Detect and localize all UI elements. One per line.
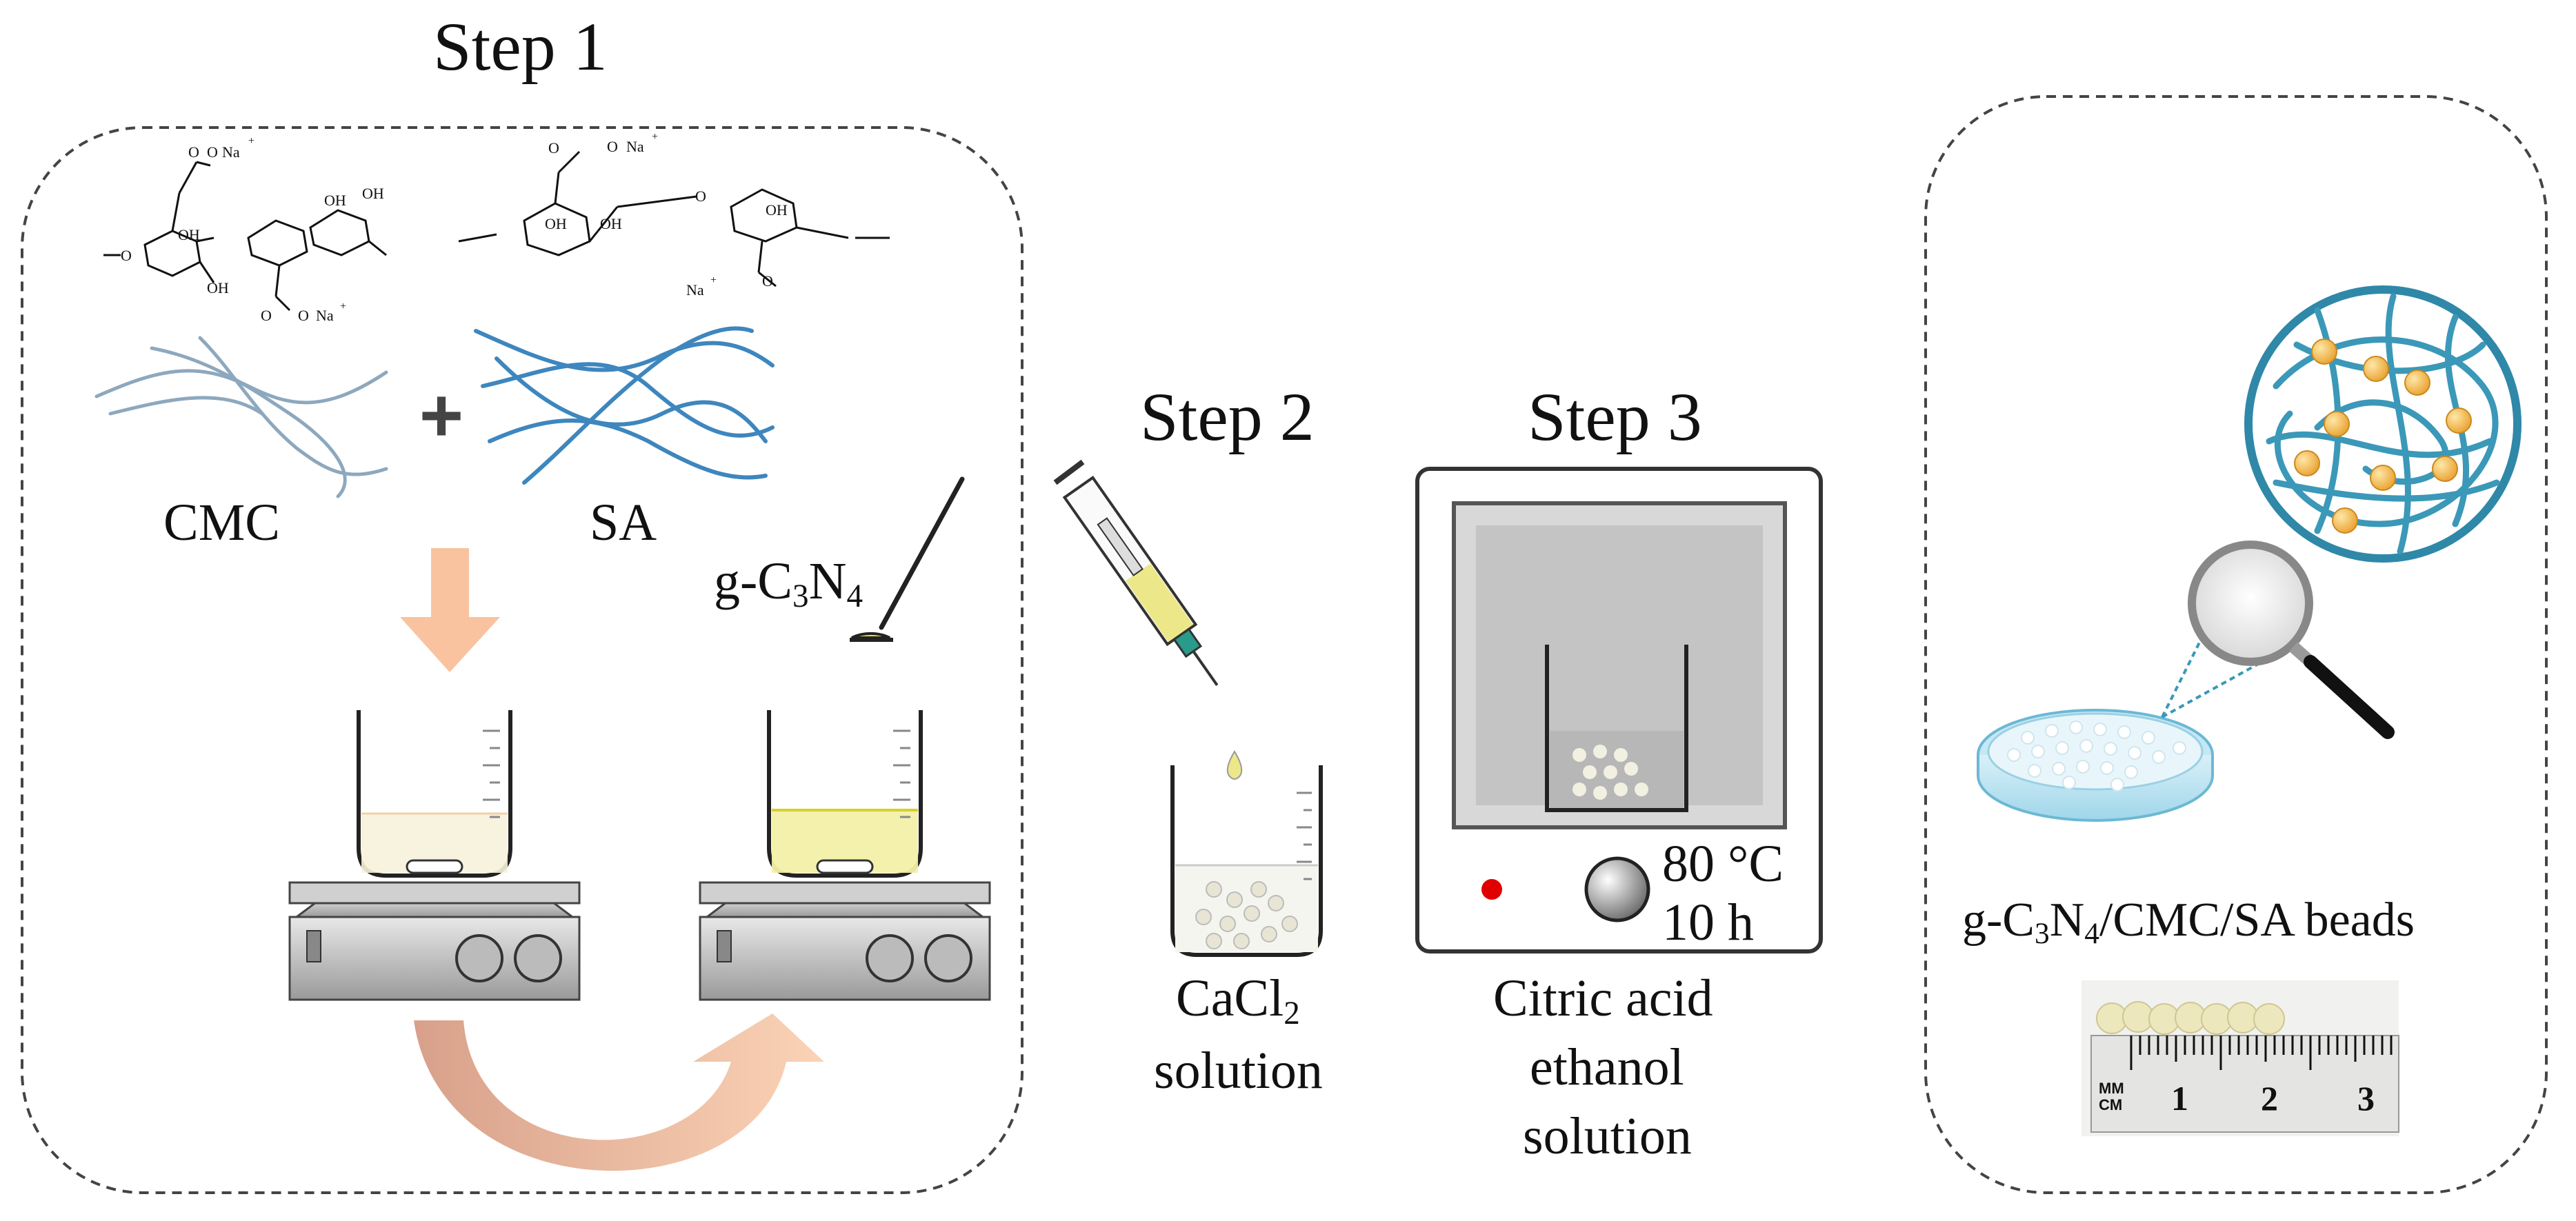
sa-atom-o1: O [548,139,559,157]
droplet-icon [1226,750,1243,780]
oven-temperature: 80 °C [1662,835,1784,893]
cmc-atom-o1: O [188,143,199,161]
step2-title: Step 2 [1140,379,1315,455]
cmc-atom-na2: Na [316,307,334,324]
ethanol-label: ethanol [1530,1038,1684,1096]
sa-atom-na: Na [626,138,644,155]
product-frame [1924,95,2548,1194]
cmc-atom-oh1: OH [178,226,200,243]
cmc-atom-plus2: + [340,301,347,312]
sa-fibers [474,326,775,485]
oven-icon [1415,467,1823,953]
ruler-mark-2: 2 [2261,1079,2278,1118]
cacl2-label: CaCl2 [1176,969,1300,1031]
cacl2-beaker [1170,765,1323,957]
cmc-atom-oh3: OH [324,192,346,209]
sa-atom-o4: O [762,272,773,290]
ruler-mark-3: 3 [2357,1079,2375,1118]
product-label: g-C3N4/CMC/SA beads [1962,894,2415,950]
sa-atom-na2: Na [686,281,704,299]
sa-label: SA [590,494,657,552]
polymer-network-icon [2244,285,2522,563]
cmc-structure [103,161,387,312]
magnifier-icon [2161,541,2395,739]
cacl2-solution-label: solution [1154,1042,1323,1100]
solution-label: solution [1523,1107,1692,1165]
cmc-atom-oh4: OH [362,185,384,202]
ruler-unit-mm: MM [2099,1080,2124,1097]
step1-frame [21,126,1024,1194]
cmc-label: CMC [163,494,280,552]
oven-time: 10 h [1662,894,1754,951]
ruler-mark-1: 1 [2171,1079,2188,1118]
beaker-stirrer-1 [288,710,581,1001]
sa-atom-plus: + [652,131,659,143]
network-beads [2294,339,2472,534]
citric-acid-label: Citric acid [1493,969,1713,1027]
sa-atom-o2: O [607,138,618,155]
syringe-icon [1053,459,1219,686]
cmc-atom-o2: O [207,143,218,161]
curved-arrow [414,1013,824,1171]
beaker-stirrer-2 [699,710,991,1001]
petri-dish-icon [1977,709,2214,822]
cmc-atom-plus: + [248,135,255,147]
down-arrow [400,548,500,672]
cmc-atom-o3: O [121,247,132,264]
cmc-atom-o4: O [261,307,272,324]
spatula-icon [850,476,965,642]
gcn-label: g-C3N4 [714,552,863,614]
plus-sign: + [419,373,463,458]
cmc-atom-na: Na [222,143,240,161]
cmc-fibers [94,336,388,498]
cmc-atom-o5: O [298,307,309,324]
sa-atom-plus2: + [710,274,717,286]
cmc-atom-oh2: OH [207,279,229,296]
ruler-unit-cm: CM [2099,1096,2123,1113]
beads-ruler-photo [2081,980,2399,1136]
sa-atom-oh2: OH [600,215,622,232]
sa-atom-oh1: OH [545,215,567,232]
sa-atom-oh3: OH [766,201,788,219]
sa-structure [458,150,890,287]
step1-title: Step 1 [433,8,608,85]
step3-title: Step 3 [1528,379,1702,455]
sa-atom-o3: O [695,188,706,205]
